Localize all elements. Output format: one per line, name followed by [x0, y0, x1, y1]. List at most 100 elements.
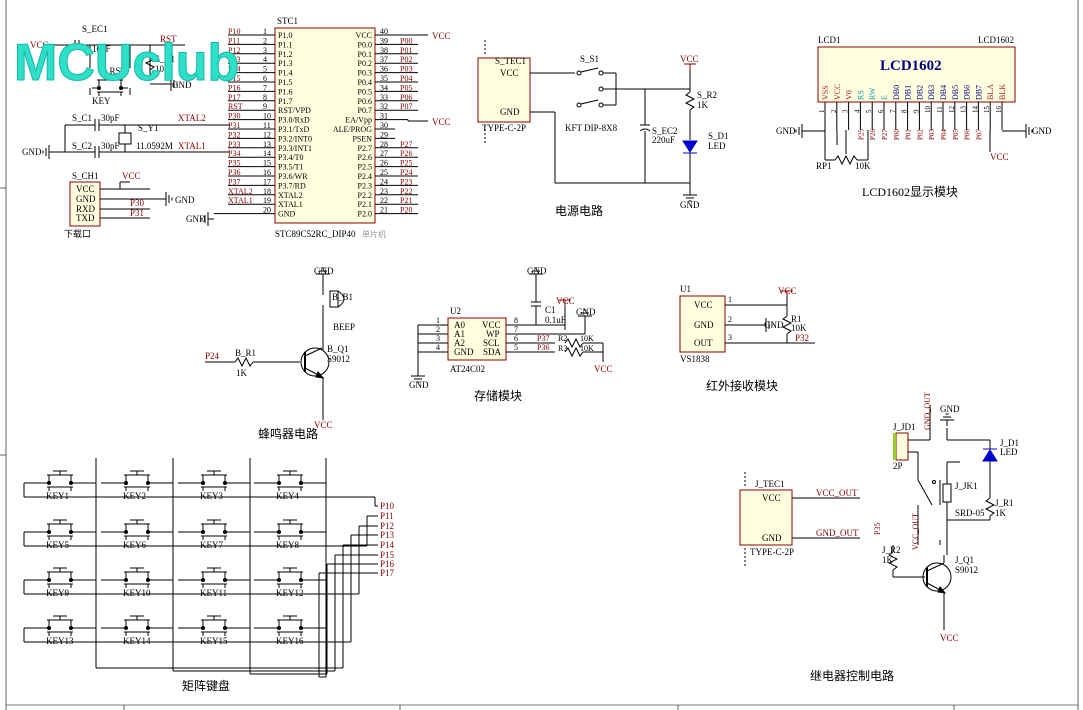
- keypad-key-symbol: [118, 615, 156, 637]
- lcd-section-title: LCD1602显示模块: [862, 185, 958, 199]
- mcu-pin-name: PSEN: [352, 134, 372, 143]
- relay-section-title: 继电器控制电路: [810, 668, 894, 683]
- lcd-pot-ref: RP1: [816, 161, 832, 171]
- power-conn-ref: S_TEC1: [495, 56, 526, 66]
- download-pin-1: VCC: [76, 184, 95, 194]
- eeprom-pin-wp: WP: [486, 329, 500, 339]
- lcd-pin-name: RW: [868, 87, 877, 100]
- lcd-pin-num: 6: [877, 109, 885, 113]
- mcu-net-label: P27: [400, 140, 412, 149]
- keypad-key-symbol: [271, 470, 309, 492]
- eeprom-part: AT24C02: [450, 364, 485, 374]
- eeprom-pullup-vcc-label: VCC: [594, 364, 613, 374]
- buzzer-net: P24: [205, 351, 220, 361]
- lcd-module: VSS1VCC2V03RS4P25RW5P26E6P27DB07P00DB18P…: [808, 46, 1020, 152]
- eeprom-chip: [417, 278, 604, 370]
- crystal-c2-value: 30pF: [101, 141, 120, 151]
- mcu-pin-name: P2.0: [358, 210, 372, 219]
- lcd-net-label: P26: [869, 129, 877, 140]
- crystal-net-xtal2: XTAL2: [178, 113, 206, 123]
- relay-led-ref: J_D1: [1000, 438, 1019, 448]
- eeprom-pin-a1: A1: [454, 329, 465, 339]
- eeprom-net-sda: P36: [537, 343, 549, 352]
- mcu-net-label: P31: [228, 121, 240, 130]
- download-ref: S_CH1: [72, 171, 99, 181]
- relay-r2-ref: J_R2: [882, 545, 901, 555]
- lcd-pin-num: 1: [818, 109, 826, 113]
- keypad-key-label: KEY5: [46, 540, 69, 550]
- eeprom-pin-num-2: 2: [436, 325, 440, 334]
- lcd-pin-num: 10: [924, 106, 932, 114]
- mcu-pin-name: P3.6/WR: [278, 172, 308, 181]
- mcu-ea-vcc-label: VCC: [432, 117, 451, 127]
- relay-k-ref: J_JK1: [955, 481, 978, 491]
- mcu-pin-name: P2.3: [358, 181, 372, 190]
- eeprom-net-scl: P37: [537, 334, 549, 343]
- eeprom-pin-num-4: 4: [436, 343, 440, 352]
- relay-conn-net-gnd: GND_OUT: [816, 528, 859, 538]
- lcd-pin-name: DB5: [951, 85, 960, 100]
- mcu-pin-name: P3.3/INT1: [278, 144, 312, 153]
- keypad-key-symbol: [41, 519, 79, 541]
- eeprom-pin-num-8: 8: [514, 316, 518, 325]
- power-switch-ref: S_S1: [580, 54, 599, 64]
- relay-output-connector: [739, 472, 860, 568]
- mcu-pin-num: 40: [380, 27, 388, 36]
- mcu-pin-num: 21: [380, 206, 388, 215]
- mcu-pin-name: P3.5/T1: [278, 163, 304, 172]
- lcd-gnd-left-label: GND: [776, 126, 796, 136]
- eeprom-pin-num-7: 7: [514, 325, 518, 334]
- mcu-pin-num: 2: [263, 36, 267, 45]
- lcd-pin-name: DB3: [927, 85, 936, 100]
- mcu-pin-num: 1: [263, 27, 267, 36]
- mcu-pin-num: 11: [263, 121, 271, 130]
- mcu-net-label: P02: [400, 55, 412, 64]
- relay-conn-part: TYPE-C-2P: [750, 547, 794, 557]
- mcu-pin-num: 22: [380, 196, 388, 205]
- mcu-part: STC89C52RC_DIP40: [275, 229, 356, 239]
- relay-jd-ref: J_JD1: [893, 422, 916, 432]
- mcu-ref: STC1: [277, 16, 298, 26]
- lcd-net-label: P04: [940, 129, 948, 140]
- eeprom-pin-num-6: 6: [514, 334, 518, 343]
- mcu-net-label: P25: [400, 159, 412, 168]
- reset-switch-ref: S_RST: [100, 66, 127, 76]
- mcu-pin-num: 35: [380, 74, 388, 83]
- power-conn-part: TYPE-C-2P: [482, 123, 526, 133]
- keypad-key-symbol: [118, 519, 156, 541]
- lcd-ref: LCD1: [818, 35, 841, 45]
- relay-gnd-label: GND: [940, 404, 960, 414]
- lcd-pin-num: 2: [830, 109, 838, 113]
- reset-res-ref: S_R1: [155, 54, 175, 64]
- buzzer-ref: B_B1: [332, 292, 353, 302]
- keypad-key-symbol: [271, 567, 309, 589]
- keypad-key-label: KEY14: [123, 636, 151, 646]
- buzzer-vcc-label: VCC: [314, 420, 333, 430]
- mcu-net-label: RST: [228, 102, 243, 111]
- keypad-net-label: P16: [380, 559, 395, 569]
- lcd-net-label: P01: [905, 129, 913, 140]
- lcd-pin-name: DB2: [915, 85, 924, 100]
- keypad-key-label: KEY11: [200, 588, 227, 598]
- keypad-key-symbol: [271, 519, 309, 541]
- crystal-gnd-symbol: [42, 144, 56, 160]
- mcu-pin-num: 31: [380, 112, 388, 121]
- mcu-pin-name: P1.0: [278, 31, 292, 40]
- mcu-pin-num: 12: [263, 130, 271, 139]
- lcd-pin-num: 12: [948, 106, 956, 114]
- keypad-key-label: KEY9: [46, 588, 69, 598]
- mcu-pin-num: 36: [380, 65, 388, 74]
- relay-k-part: SRD-05: [955, 508, 985, 518]
- power-cap-value: 220uF: [652, 135, 675, 145]
- ir-part: VS1838: [680, 354, 710, 364]
- keypad-net-label: P15: [380, 550, 395, 560]
- mcu-pin-name: P0.5: [358, 87, 372, 96]
- buzzer-q-part: S9012: [327, 354, 350, 364]
- eeprom-pin-gnd: GND: [454, 347, 474, 357]
- ir-pin-num-3: 3: [728, 333, 732, 342]
- lcd-pin-name: V0: [845, 90, 854, 100]
- relay-vcc-label: VCC: [940, 633, 959, 643]
- download-net-rxd: P30: [130, 198, 145, 208]
- lcd-pin-num: 11: [936, 106, 944, 113]
